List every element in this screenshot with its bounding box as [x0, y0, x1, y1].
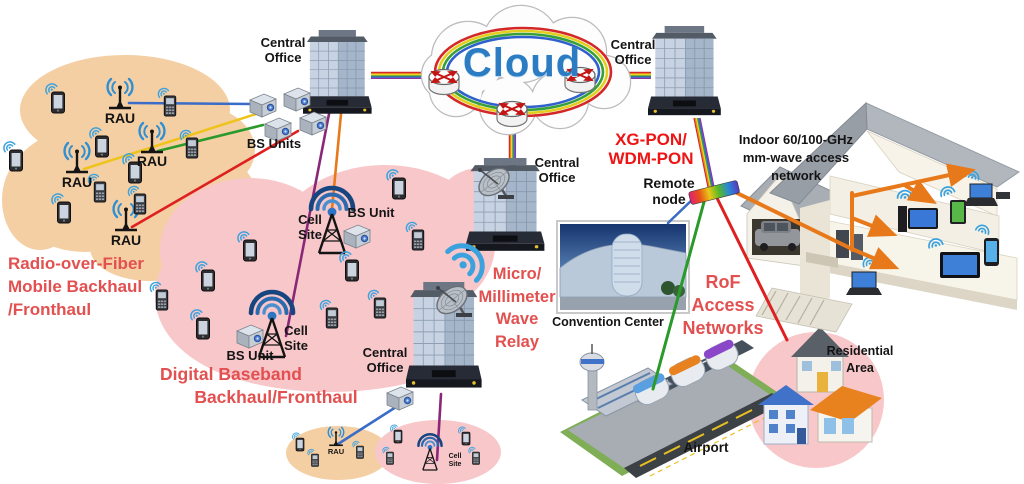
airport-illustration	[560, 339, 784, 478]
central-office-label-mid: Central Office	[534, 155, 580, 185]
residential-area-label: Residential Area	[826, 344, 894, 375]
rau-label-small: RAU	[327, 447, 345, 456]
rau-label-1: RAU	[104, 110, 136, 126]
convention-center-photo	[556, 220, 690, 314]
router-icon	[496, 100, 528, 128]
xg-pon-wdm-pon-annotation: XG-PON/ WDM-PON	[608, 130, 694, 168]
indoor-mmwave-annotation: Indoor 60/100-GHz mm-wave access network	[738, 132, 854, 183]
cloud-label: Cloud	[462, 41, 582, 85]
rof-access-annotation: RoF Access Networks	[682, 272, 764, 338]
central-office-label-right: Central Office	[610, 37, 656, 67]
bs-unit-icon	[249, 93, 277, 118]
radio-over-fiber-annotation: Radio-over-Fiber Mobile Backhaul /Fronth…	[8, 254, 145, 319]
bs-unit-label-upper: BS Unit	[347, 205, 395, 220]
indoor-house-illustration	[740, 101, 1021, 333]
digital-baseband-annotation-line1: Digital Baseband	[160, 364, 302, 384]
bs-unit-icon	[386, 386, 414, 411]
airport-label: Airport	[683, 440, 729, 455]
bs-units-label: BS Units	[246, 136, 302, 151]
central-office-label-left: Central Office	[260, 35, 306, 65]
bs-unit-label-lower: BS Unit	[226, 348, 274, 363]
rau-label-3: RAU	[136, 153, 168, 169]
rau-label-2: RAU	[61, 174, 93, 190]
central-office-label-lower: Central Office	[362, 345, 408, 375]
rau-label-4: RAU	[110, 232, 142, 248]
remote-node-icon	[688, 180, 740, 205]
bs-unit-icon	[299, 111, 327, 136]
rof-access-lines	[651, 196, 789, 391]
cell-site-label-small: Cell Site	[448, 453, 462, 469]
remote-node-label: Remote node	[643, 175, 695, 207]
cell-site-label-upper: Cell Site	[298, 212, 322, 242]
control-tower-icon	[579, 344, 605, 411]
digital-baseband-annotation-line2: Backhaul/Fronthaul	[194, 387, 358, 407]
indoor-devices	[846, 183, 1010, 295]
convention-center-label: Convention Center	[552, 315, 664, 329]
cell-site-label-lower: Cell Site	[284, 323, 308, 353]
rof-analog-links	[82, 101, 443, 462]
micro-mmwave-relay-annotation: Micro/ Millimeter Wave Relay	[478, 265, 556, 351]
mmwave-distribution-arrows	[735, 163, 976, 270]
residential-houses	[758, 327, 882, 445]
